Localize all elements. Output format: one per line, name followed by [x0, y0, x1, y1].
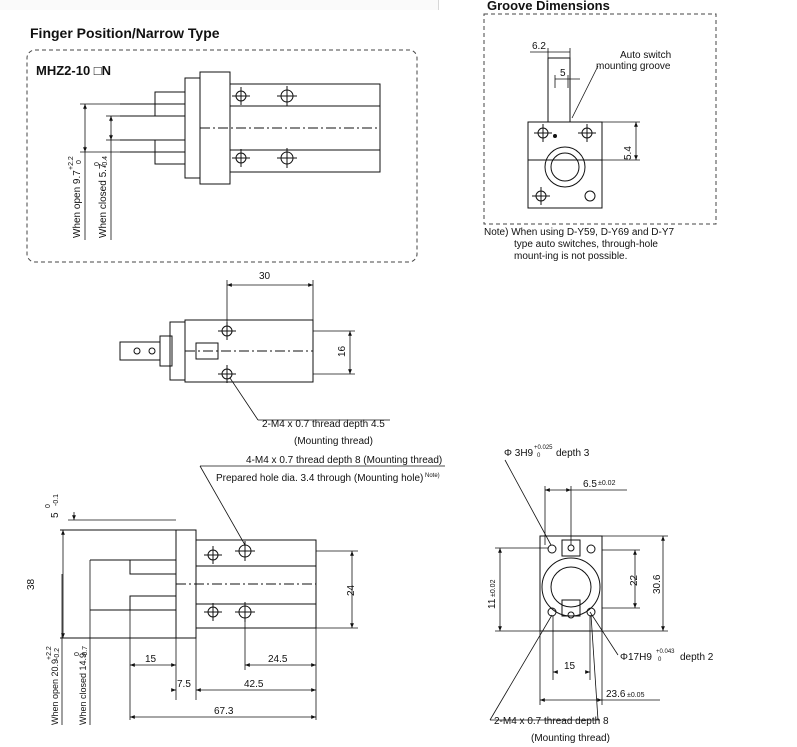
- side-view: 4-M4 x 0.7 thread depth 8 (Mounting thre…: [26, 455, 445, 725]
- end-dim-11-tol: ±0.02: [490, 579, 497, 597]
- side-dim-5-tol-upper: 0: [45, 504, 52, 508]
- top-thread-line2: (Mounting thread): [294, 436, 373, 447]
- groove-dimensions-panel: Groove Dimensions: [483, 0, 717, 262]
- browser-top-strip: [0, 0, 797, 10]
- end-hole-label: Φ 3H9: [504, 448, 534, 459]
- top-strip-segment: [263, 0, 439, 10]
- end-bore-depth: depth 2: [680, 652, 714, 663]
- top-dim-16: 16: [337, 345, 348, 357]
- side-open-label: When open 20.9: [50, 659, 60, 725]
- side-dim-42-5: 42.5: [244, 679, 264, 690]
- end-bore-tol-upper: +0.043: [656, 649, 675, 655]
- groove-note-1: Note) When using D-Y59, D-Y69 and D-Y7: [484, 227, 675, 238]
- model-label: MHZ2-10 □N: [36, 63, 111, 78]
- end-hole-tol-upper: +0.025: [534, 445, 553, 451]
- finger-open-tol-upper: +2.2: [68, 156, 75, 170]
- end-dim-22: 22: [629, 574, 640, 586]
- page-title: Finger Position/Narrow Type: [30, 25, 220, 41]
- groove-callout-1: Auto switch: [620, 50, 671, 61]
- side-dim-38: 38: [26, 578, 37, 590]
- side-closed-label: When closed 14.9: [78, 653, 88, 725]
- finger-open-tol-lower: 0: [76, 160, 83, 164]
- end-view: Φ 3H9 +0.025 0 depth 3 6.5 ±0.02 11 ±0.0…: [487, 445, 714, 744]
- groove-note-2: type auto switches, through-hole: [514, 239, 658, 250]
- side-dim-5: 5: [50, 512, 61, 518]
- top-thread-line1: 2-M4 x 0.7 thread depth 4.5: [262, 419, 385, 430]
- end-dim-11: 11: [487, 598, 498, 609]
- side-open-tol-lower: -0.2: [54, 648, 61, 660]
- side-dim-24-5: 24.5: [268, 654, 288, 665]
- side-thread-line2: Prepared hole dia. 3.4 through (Mounting…: [216, 473, 423, 484]
- side-closed-tol-upper: 0: [74, 652, 81, 656]
- end-dim-23-6: 23.6: [606, 689, 626, 700]
- groove-heading: Groove Dimensions: [487, 0, 610, 13]
- top-dim-30: 30: [259, 271, 271, 282]
- end-dim-15: 15: [564, 661, 576, 672]
- groove-callout-2: mounting groove: [596, 61, 671, 72]
- side-dim-15: 15: [145, 654, 157, 665]
- end-hole-depth: depth 3: [556, 448, 590, 459]
- side-dim-24: 24: [346, 584, 357, 596]
- finger-position-panel: MHZ2-10 □N: [26, 49, 418, 263]
- side-thread-line1: 4-M4 x 0.7 thread depth 8 (Mounting thre…: [246, 455, 442, 466]
- end-bore-tol-lower: 0: [658, 657, 662, 663]
- finger-closed-label: When closed 5.7: [98, 163, 109, 238]
- finger-closed-tol-lower: -0.4: [102, 156, 109, 168]
- finger-open-label: When open 9.7: [72, 170, 83, 238]
- side-open-tol-upper: +2.2: [46, 646, 53, 660]
- end-dim-6-5-tol: ±0.02: [598, 480, 616, 487]
- end-thread-line1: 2-M4 x 0.7 thread depth 8: [494, 716, 609, 727]
- groove-dim-5-4: 5.4: [623, 146, 634, 160]
- finger-closed-tol-upper: 0: [94, 162, 101, 166]
- end-hole-tol-lower: 0: [537, 453, 541, 459]
- groove-dim-5: 5: [560, 68, 566, 79]
- end-dim-23-6-tol: ±0.05: [627, 692, 645, 699]
- side-closed-tol-lower: -0.7: [82, 646, 89, 658]
- end-bore-label: Φ17H9: [620, 652, 652, 663]
- groove-note-3: mount-ing is not possible.: [514, 251, 627, 262]
- groove-dim-6-2: 6.2: [532, 41, 546, 52]
- end-dim-6-5: 6.5: [583, 479, 597, 490]
- end-thread-line2: (Mounting thread): [531, 733, 610, 744]
- side-dim-7-5: 7.5: [177, 679, 191, 690]
- side-dim-5-tol-lower: -0.1: [53, 494, 60, 506]
- side-thread-note: Note): [425, 473, 440, 479]
- side-dim-67-3: 67.3: [214, 706, 234, 717]
- end-dim-30-6: 30.6: [652, 574, 663, 594]
- top-view: 30 16 2-M4 x 0.7 thread depth 4.5 (Mount…: [119, 271, 390, 447]
